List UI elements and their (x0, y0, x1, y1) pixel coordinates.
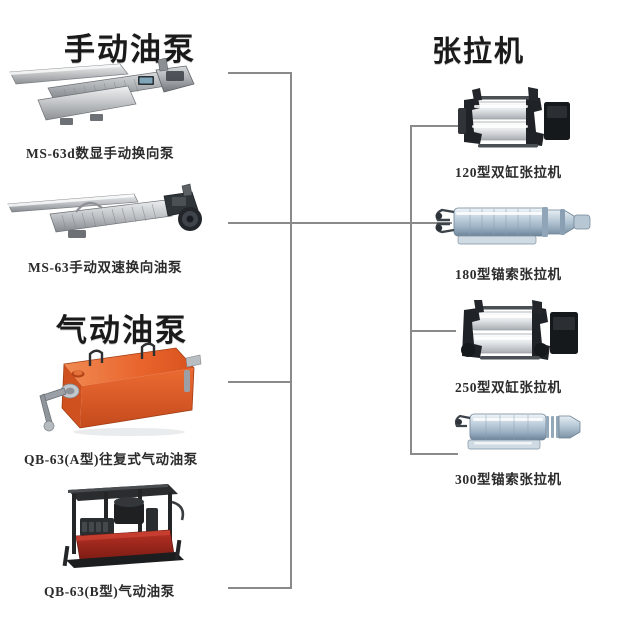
image-tensioner-120 (448, 86, 576, 152)
heading-pneumatic-pump: 气动油泵 (56, 313, 188, 349)
branch-pneumatic-1 (228, 381, 292, 383)
caption-manual-pump-digital: MS-63d数显手动换向泵 (26, 146, 175, 161)
image-tensioner-250 (448, 300, 582, 366)
caption-tensioner-120: 120型双缸张拉机 (455, 165, 562, 180)
caption-manual-pump-dualspeed: MS-63手动双速换向油泵 (28, 260, 183, 275)
branch-manual-1 (228, 72, 292, 74)
caption-pneumatic-pump-b: QB-63(B型)气动油泵 (44, 584, 175, 599)
image-pneumatic-pump-b (56, 478, 188, 572)
image-tensioner-300 (452, 404, 584, 460)
right-vertical-bus (410, 125, 412, 453)
caption-pneumatic-pump-a: QB-63(A型)往复式气动油泵 (24, 452, 198, 467)
heading-manual-pump: 手动油泵 (64, 32, 196, 68)
branch-pneumatic-2 (228, 587, 292, 589)
caption-tensioner-180: 180型锚索张拉机 (455, 267, 562, 282)
branch-manual-2 (228, 222, 292, 224)
caption-tensioner-250: 250型双缸张拉机 (455, 380, 562, 395)
horizontal-trunk (290, 222, 412, 224)
image-pneumatic-pump-a (34, 336, 202, 440)
branch-tensioner-300 (410, 453, 458, 455)
branch-tensioner-250 (410, 330, 456, 332)
branch-tensioner-180 (410, 222, 452, 224)
heading-tensioner: 张拉机 (432, 34, 526, 68)
left-vertical-bus (290, 72, 292, 588)
image-manual-pump-digital (8, 58, 208, 136)
image-tensioner-180 (430, 196, 594, 252)
branch-tensioner-120 (410, 125, 462, 127)
caption-tensioner-300: 300型锚索张拉机 (455, 472, 562, 487)
image-manual-pump-dualspeed (6, 182, 216, 250)
